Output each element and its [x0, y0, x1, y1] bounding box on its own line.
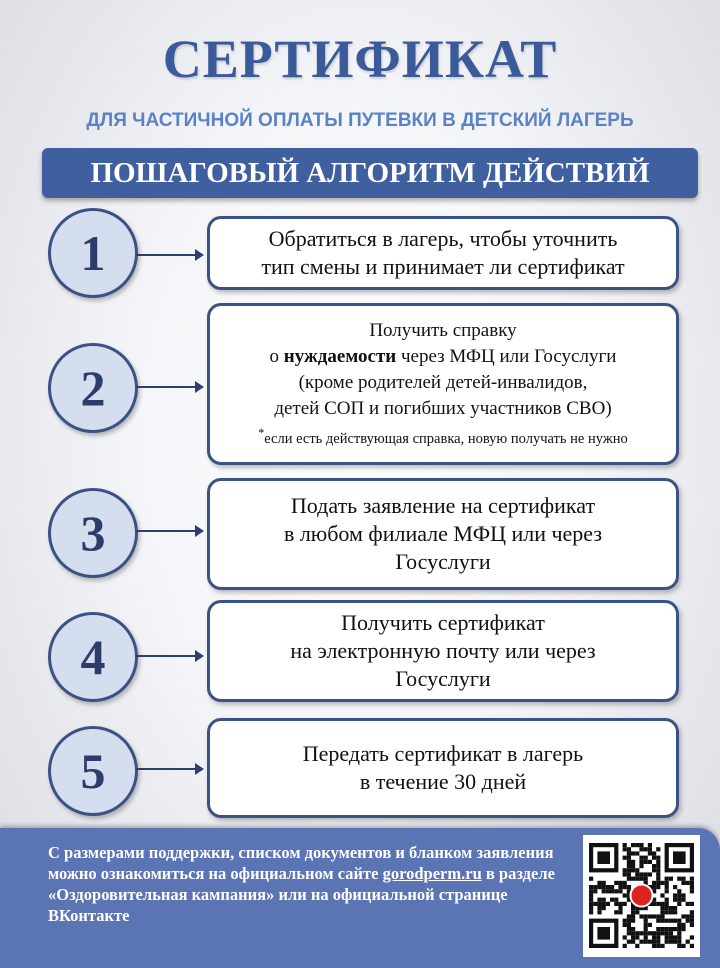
emphasis-text: нуждаемости [283, 346, 397, 368]
step-text: (кроме родителей детей-инвалидов, [298, 372, 588, 394]
page-title: СЕРТИФИКАТ [162, 29, 558, 89]
qr-code-icon[interactable] [583, 835, 700, 957]
step-note: *если есть действующая справка, новую по… [258, 426, 628, 447]
step-text: в любом филиале МФЦ или через [283, 521, 603, 546]
step-box-2: Получить справку о нуждаемости через МФЦ… [207, 303, 679, 465]
step-text: тип смены и принимает ли сертификат [261, 254, 625, 279]
step-number-5: 5 [48, 726, 138, 816]
step-box-1: Обратиться в лагерь, чтобы уточнить тип … [207, 216, 679, 290]
step-text: Получить сертификат [341, 610, 545, 635]
step-text: Получить справку [369, 320, 517, 342]
section-banner: ПОШАГОВЫЙ АЛГОРИТМ ДЕЙСТВИЙ [42, 148, 698, 198]
step-text: Госуслуги [395, 549, 491, 574]
step-text: Обратиться в лагерь, чтобы уточнить [268, 226, 618, 251]
step-text: Подать заявление на сертификат [290, 493, 596, 518]
step-text: Передать сертификат в лагерь [302, 741, 584, 766]
step-box-3: Подать заявление на сертификат в любом ф… [207, 478, 679, 590]
arrow-right-icon [136, 525, 204, 537]
arrow-right-icon [136, 650, 204, 662]
step-text: в течение 30 дней [359, 769, 527, 794]
step-box-4: Получить сертификат на электронную почту… [207, 600, 679, 702]
page-subtitle: ДЛЯ ЧАСТИЧНОЙ ОПЛАТЫ ПУТЕВКИ В ДЕТСКИЙ Л… [86, 110, 634, 131]
step-number-1: 1 [48, 208, 138, 298]
step-text: на электронную почту или через [290, 638, 596, 663]
arrow-right-icon [136, 763, 204, 775]
step-text: детей СОП и погибших участников СВО) [274, 398, 612, 420]
arrow-right-icon [136, 249, 204, 261]
step-box-5: Передать сертификат в лагерь в течение 3… [207, 718, 679, 818]
step-number-2: 2 [48, 343, 138, 433]
website-link[interactable]: gorodperm.ru [382, 864, 482, 883]
footer-panel: С размерами поддержки, списком документо… [0, 828, 720, 968]
step-text: Госуслуги [395, 666, 491, 691]
step-number-4: 4 [48, 612, 138, 702]
arrow-right-icon [136, 381, 204, 393]
step-text: о нуждаемости через МФЦ или Госуслуги [269, 346, 617, 368]
step-number-3: 3 [48, 488, 138, 578]
footer-text: С размерами поддержки, списком документо… [48, 843, 555, 925]
